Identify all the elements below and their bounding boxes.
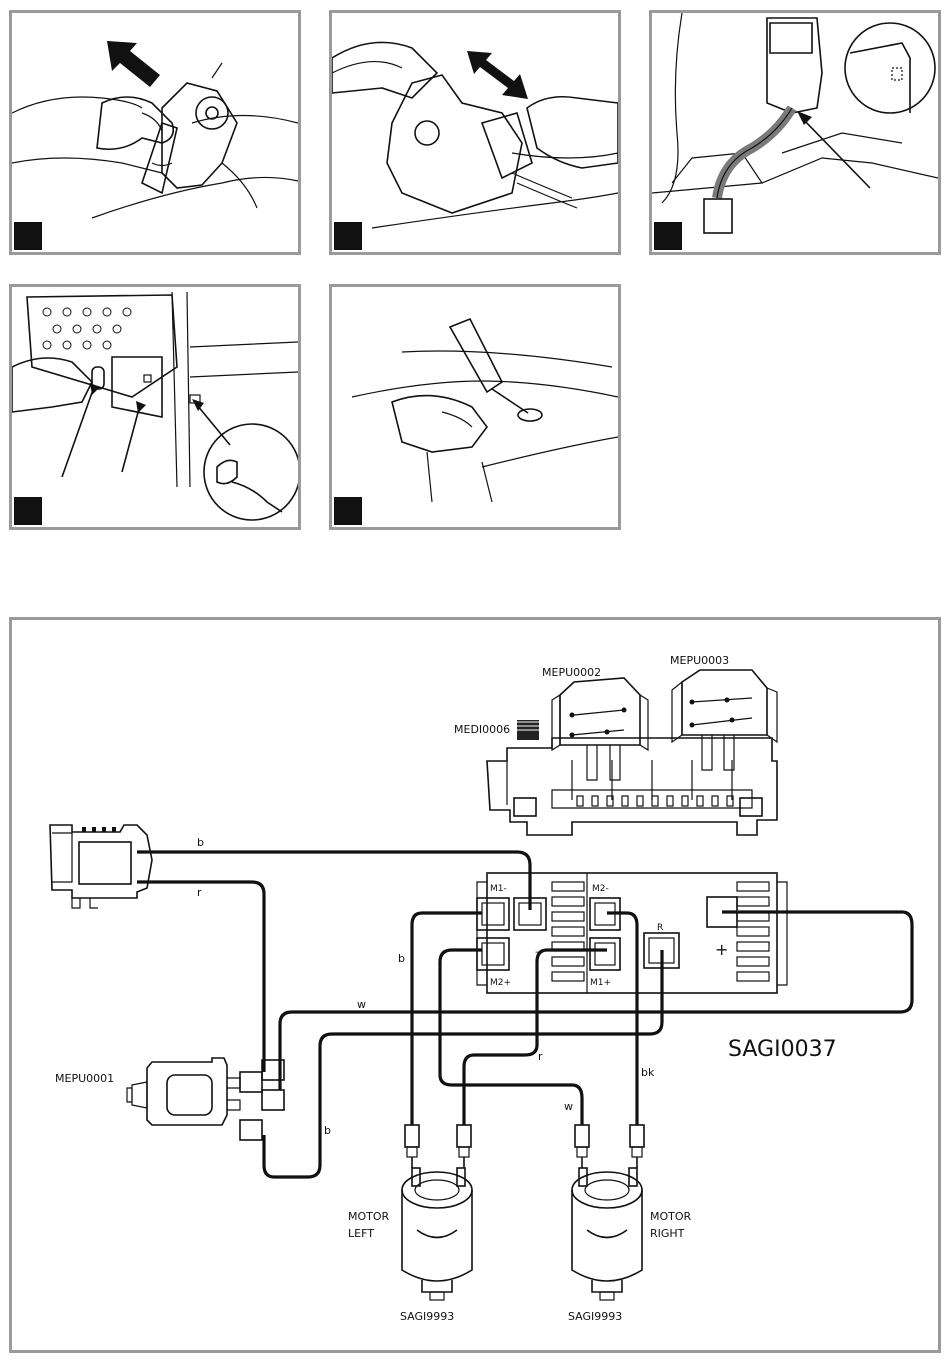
label-mepu0003: MEPU0003 <box>670 654 729 667</box>
pointer-arrow-icon-3 <box>192 399 204 411</box>
label-plus: + <box>715 940 728 959</box>
label-motor-left-1: MOTOR <box>348 1210 390 1223</box>
control-board: M1- M2- M2+ M1+ R – + <box>477 873 787 993</box>
wire-label-b3: b <box>324 1124 331 1137</box>
step-2-panel <box>329 10 621 255</box>
wiring-diagram: M1- M2- M2+ M1+ R – + <box>9 617 941 1353</box>
step-1-panel <box>9 10 301 255</box>
step-5-illustration <box>332 287 618 527</box>
step-4-marker <box>14 497 42 525</box>
step-5-panel <box>329 284 621 530</box>
wire-label-w1: w <box>357 998 366 1011</box>
label-mepu0002: MEPU0002 <box>542 666 601 679</box>
label-sagi0037: SAGI0037 <box>728 1037 837 1062</box>
wiring-diagram-svg: M1- M2- M2+ M1+ R – + <box>12 620 938 1350</box>
wire-label-b2: b <box>398 952 405 965</box>
step-3-panel <box>649 10 941 255</box>
label-motor-left-part: SAGI9993 <box>400 1310 454 1323</box>
label-motor-right-2: RIGHT <box>650 1227 685 1240</box>
label-mepu0001: MEPU0001 <box>55 1072 114 1085</box>
step-1-illustration <box>12 13 298 252</box>
rocker-switch-mepu0002 <box>552 678 648 780</box>
step-3-illustration <box>652 13 938 252</box>
label-m1-plus: M1+ <box>590 978 611 988</box>
label-m2-plus: M2+ <box>490 978 511 988</box>
pointer-arrow-icon <box>797 111 812 125</box>
label-r: R <box>657 923 663 933</box>
label-motor-right-1: MOTOR <box>650 1210 692 1223</box>
pull-arrow-icon <box>107 41 160 87</box>
wire-label-r1: r <box>197 886 202 899</box>
step-2-illustration <box>332 13 618 252</box>
rocker-switch-mepu0003 <box>672 670 777 770</box>
label-m1-minus: M1- <box>490 884 507 894</box>
wire-label-w2: w <box>564 1100 573 1113</box>
label-motor-left-2: LEFT <box>348 1227 374 1240</box>
switch-mepu0001 <box>127 1058 284 1140</box>
step-2-marker <box>334 222 362 250</box>
step-4-illustration <box>12 287 298 527</box>
wire-label-r2: r <box>538 1050 543 1063</box>
wire-label-b1: b <box>197 836 204 849</box>
pedal-switch-connector <box>50 825 152 908</box>
label-motor-right-part: SAGI9993 <box>568 1310 622 1323</box>
motor-connectors <box>405 1125 644 1168</box>
step-1-marker <box>14 222 42 250</box>
step-5-marker <box>334 497 362 525</box>
pointer-arrow-icon-2 <box>136 401 146 413</box>
wire-label-bk: bk <box>641 1066 655 1079</box>
label-medi0006: MEDI0006 <box>454 723 510 736</box>
step-4-panel <box>9 284 301 530</box>
motor-left <box>402 1168 472 1300</box>
step-3-marker <box>654 222 682 250</box>
wires <box>137 852 912 1177</box>
motor-right <box>572 1168 642 1300</box>
label-m2-minus: M2- <box>592 884 609 894</box>
push-pull-arrow-icon <box>467 51 528 99</box>
